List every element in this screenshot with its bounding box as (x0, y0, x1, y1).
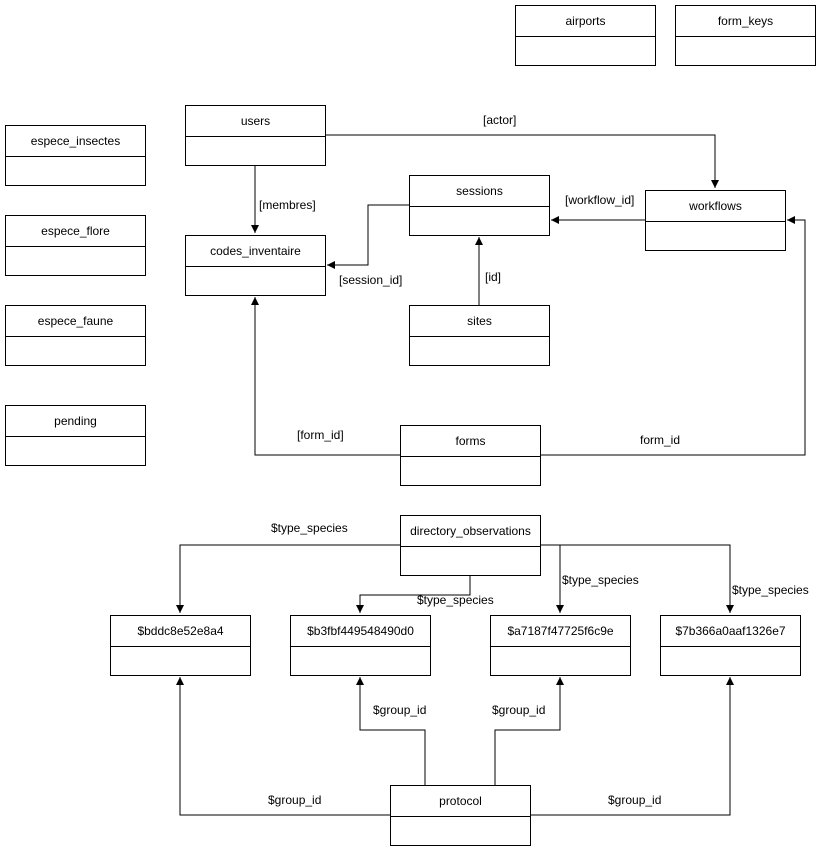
label-type-species: $type_species (271, 521, 348, 535)
entity-espece-faune[interactable]: espece_faune (5, 305, 146, 366)
entity-espece-flore[interactable]: espece_flore (5, 215, 146, 276)
entity-title: airports (516, 6, 655, 37)
entity-a7187f47725f6c9e[interactable]: $a7187f47725f6c9e (490, 615, 631, 676)
edge-forms-codes (251, 297, 400, 456)
edge-sessions-codes (327, 204, 409, 269)
edge-protocol-b3fbf (356, 677, 426, 785)
entity-title: $bddc8e52e8a4 (111, 616, 250, 647)
edge-protocol-a7187 (494, 677, 564, 785)
entity-users[interactable]: users (185, 105, 326, 166)
entity-sessions[interactable]: sessions (409, 175, 550, 236)
entity-form-keys[interactable]: form_keys (675, 5, 816, 66)
entity-sites[interactable]: sites (409, 305, 550, 366)
entity-airports[interactable]: airports (515, 5, 656, 66)
label-id: [id] (485, 270, 502, 284)
edge-protocol-bddc (176, 677, 390, 816)
label-form-id: form_id (640, 433, 681, 447)
edge-protocol-7b36 (530, 677, 734, 816)
entity-pending[interactable]: pending (5, 405, 146, 466)
entity-title: $7b366a0aaf1326e7 (661, 616, 800, 647)
entity-bddc8e52e8a4[interactable]: $bddc8e52e8a4 (110, 615, 251, 676)
label-group-id: $group_id (373, 703, 427, 717)
label-session-id: [session_id] (339, 273, 403, 287)
entity-codes-inventaire[interactable]: codes_inventaire (185, 235, 326, 296)
label-membres: [membres] (259, 198, 316, 212)
entity-title: workflows (646, 191, 785, 222)
label-workflow-id: [workflow_id] (565, 193, 635, 207)
entity-title: users (186, 106, 325, 137)
entity-title: sessions (410, 176, 549, 207)
edge-users-workflows (325, 134, 719, 188)
entity-title: forms (401, 426, 540, 457)
entity-title: espece_insectes (6, 126, 145, 157)
entity-title: directory_observations (401, 516, 540, 547)
entity-title: sites (410, 306, 549, 337)
label-group-id: $group_id (608, 793, 662, 807)
entity-espece-insectes[interactable]: espece_insectes (5, 125, 146, 186)
label-type-species: $type_species (732, 583, 809, 597)
entity-title: form_keys (676, 6, 815, 37)
entity-directory-observations[interactable]: directory_observations (400, 515, 541, 576)
label-type-species: $type_species (562, 573, 639, 587)
label-type-species: $type_species (417, 593, 494, 607)
entity-protocol[interactable]: protocol (390, 785, 531, 846)
entity-title: espece_faune (6, 306, 145, 337)
entity-title: codes_inventaire (186, 236, 325, 267)
entity-title: pending (6, 406, 145, 437)
entity-title: $b3fbf449548490d0 (291, 616, 430, 647)
entity-7b366a0aaf1326e7[interactable]: $7b366a0aaf1326e7 (660, 615, 801, 676)
entity-workflows[interactable]: workflows (645, 190, 786, 251)
edge-dirobs-b3fbf (356, 575, 471, 613)
entity-title: protocol (391, 786, 530, 817)
label-form-id-bracket: [form_id] (297, 428, 344, 442)
entity-b3fbf449548490d0[interactable]: $b3fbf449548490d0 (290, 615, 431, 676)
label-group-id: $group_id (268, 793, 322, 807)
entity-forms[interactable]: forms (400, 425, 541, 486)
entity-title: $a7187f47725f6c9e (491, 616, 630, 647)
edge-forms-workflows (540, 216, 806, 456)
label-group-id: $group_id (492, 703, 546, 717)
label-actor: [actor] (483, 113, 517, 127)
edge-dirobs-7b36 (540, 544, 734, 613)
entity-title: espece_flore (6, 216, 145, 247)
edge-dirobs-bddc (176, 544, 400, 613)
